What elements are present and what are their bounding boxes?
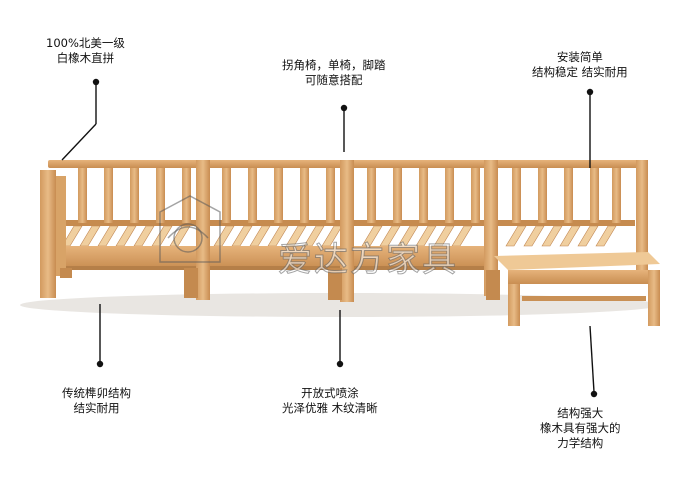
callout-wood-grade: 100%北美一级 白橡木直拼 [46,36,125,65]
callout-dots [92,78,598,398]
watermark-text: 爱达方家具 [278,240,458,281]
callout-lines [61,82,595,393]
callout-structure: 结构强大 橡木具有强大的 力学结构 [540,406,621,450]
callout-combination: 拐角椅，单椅，脚踏 可随意搭配 [282,58,386,87]
watermark-logo [159,195,221,263]
callout-finish: 开放式喷涂 光泽优雅 木纹清晰 [282,386,378,415]
callout-installation: 安装简单 结构稳定 结实耐用 [532,50,628,79]
sofa-frame [40,160,660,326]
callout-mortise-tenon: 传统榫卯结构 结实耐用 [62,386,131,415]
